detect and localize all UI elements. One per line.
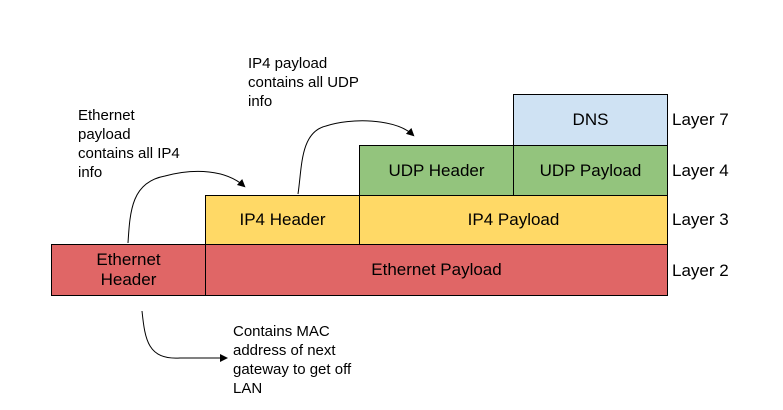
layer-2-label: Layer 2 <box>672 261 729 280</box>
ethernet-payload-box: Ethernet Payload <box>205 244 668 296</box>
dns-box: DNS <box>513 94 668 146</box>
ethernet-header-to-note-arrow <box>141 310 228 362</box>
udp-header-box: UDP Header <box>359 145 514 196</box>
ip4-payload-annotation: IP4 payload contains all UDP info <box>248 55 359 110</box>
ip4-header-label: IP4 Header <box>239 210 326 229</box>
layer-7-label: Layer 7 <box>672 110 729 129</box>
ethernet-payload-annotation: Ethernet payload contains all IP4 info <box>78 107 180 181</box>
udp-header-label: UDP Header <box>388 160 485 180</box>
ip4-payload-box: IP4 Payload <box>359 195 668 245</box>
ethernet-header-box: Ethernet Header <box>51 244 206 296</box>
udp-payload-label: UDP Payload <box>539 160 642 180</box>
dns-label: DNS <box>572 110 609 129</box>
ethernet-header-label: Ethernet Header <box>96 250 161 289</box>
layer-4-label: Layer 4 <box>672 161 729 180</box>
ethernet-header-annotation: Contains MAC address of next gateway to … <box>233 323 352 397</box>
layer-3-label: Layer 3 <box>672 210 729 229</box>
ethernet-payload-label: Ethernet Payload <box>371 260 502 279</box>
udp-payload-box: UDP Payload <box>513 145 668 196</box>
ip4-payload-label: IP4 Payload <box>467 210 560 229</box>
ip4-header-box: IP4 Header <box>205 195 360 245</box>
